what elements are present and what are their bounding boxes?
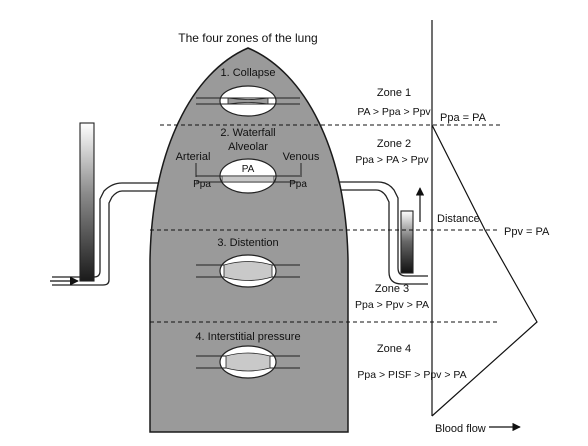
section-interstitial-label: 4. Interstitial pressure [195,331,300,343]
arterial-label: Arterial [176,151,211,163]
alveolar-pressure-label: PA [242,164,255,175]
zone-2-label: Zone 2 [377,138,411,150]
alveolus-waterfall [196,158,300,194]
zone-dividers [150,124,500,323]
zone-2-formula: Ppa > PA > Ppv [355,154,429,166]
zone-4-label: Zone 4 [377,343,411,355]
graph-label-ppv-equals-pa: Ppv = PA [504,226,550,238]
section-waterfall-label: 2. Waterfall [220,127,275,139]
venous-outflow-tube [340,181,428,285]
diagram-title: The four zones of the lung [178,31,317,45]
graph-label-ppa-equals-pa: Ppa = PA [440,112,487,124]
blood-flow-curve [431,124,538,417]
section-distention-label: 3. Distention [217,237,278,249]
alveolus-interstitial [196,345,300,379]
arterial-inflow-tube [50,122,163,286]
graph-y-axis-label: Distance [437,213,480,225]
zone-1-formula: PA > Ppa > Ppv [357,106,431,118]
section-collapse-label: 1. Collapse [220,67,275,79]
zone-3-formula: Ppa > Ppv > PA [355,299,429,311]
zone-3-label: Zone 3 [375,283,409,295]
arterial-pressure-label: Ppa [193,179,211,190]
zone-1-label: Zone 1 [377,87,411,99]
graph-x-axis-label: Blood flow [435,423,486,435]
lung-outline [149,47,349,433]
alveolus-distention [196,254,300,288]
blood-flow-graph [415,20,538,432]
alveolus-collapse [196,85,300,117]
alveolar-label: Alveolar [228,141,268,153]
venous-pressure-label: Ppa [289,179,307,190]
venous-pressure-column [400,210,414,274]
arterial-pressure-column [79,122,95,282]
zone-4-formula: Ppa > PISF > Ppv > PA [357,369,466,381]
venous-label: Venous [283,151,320,163]
